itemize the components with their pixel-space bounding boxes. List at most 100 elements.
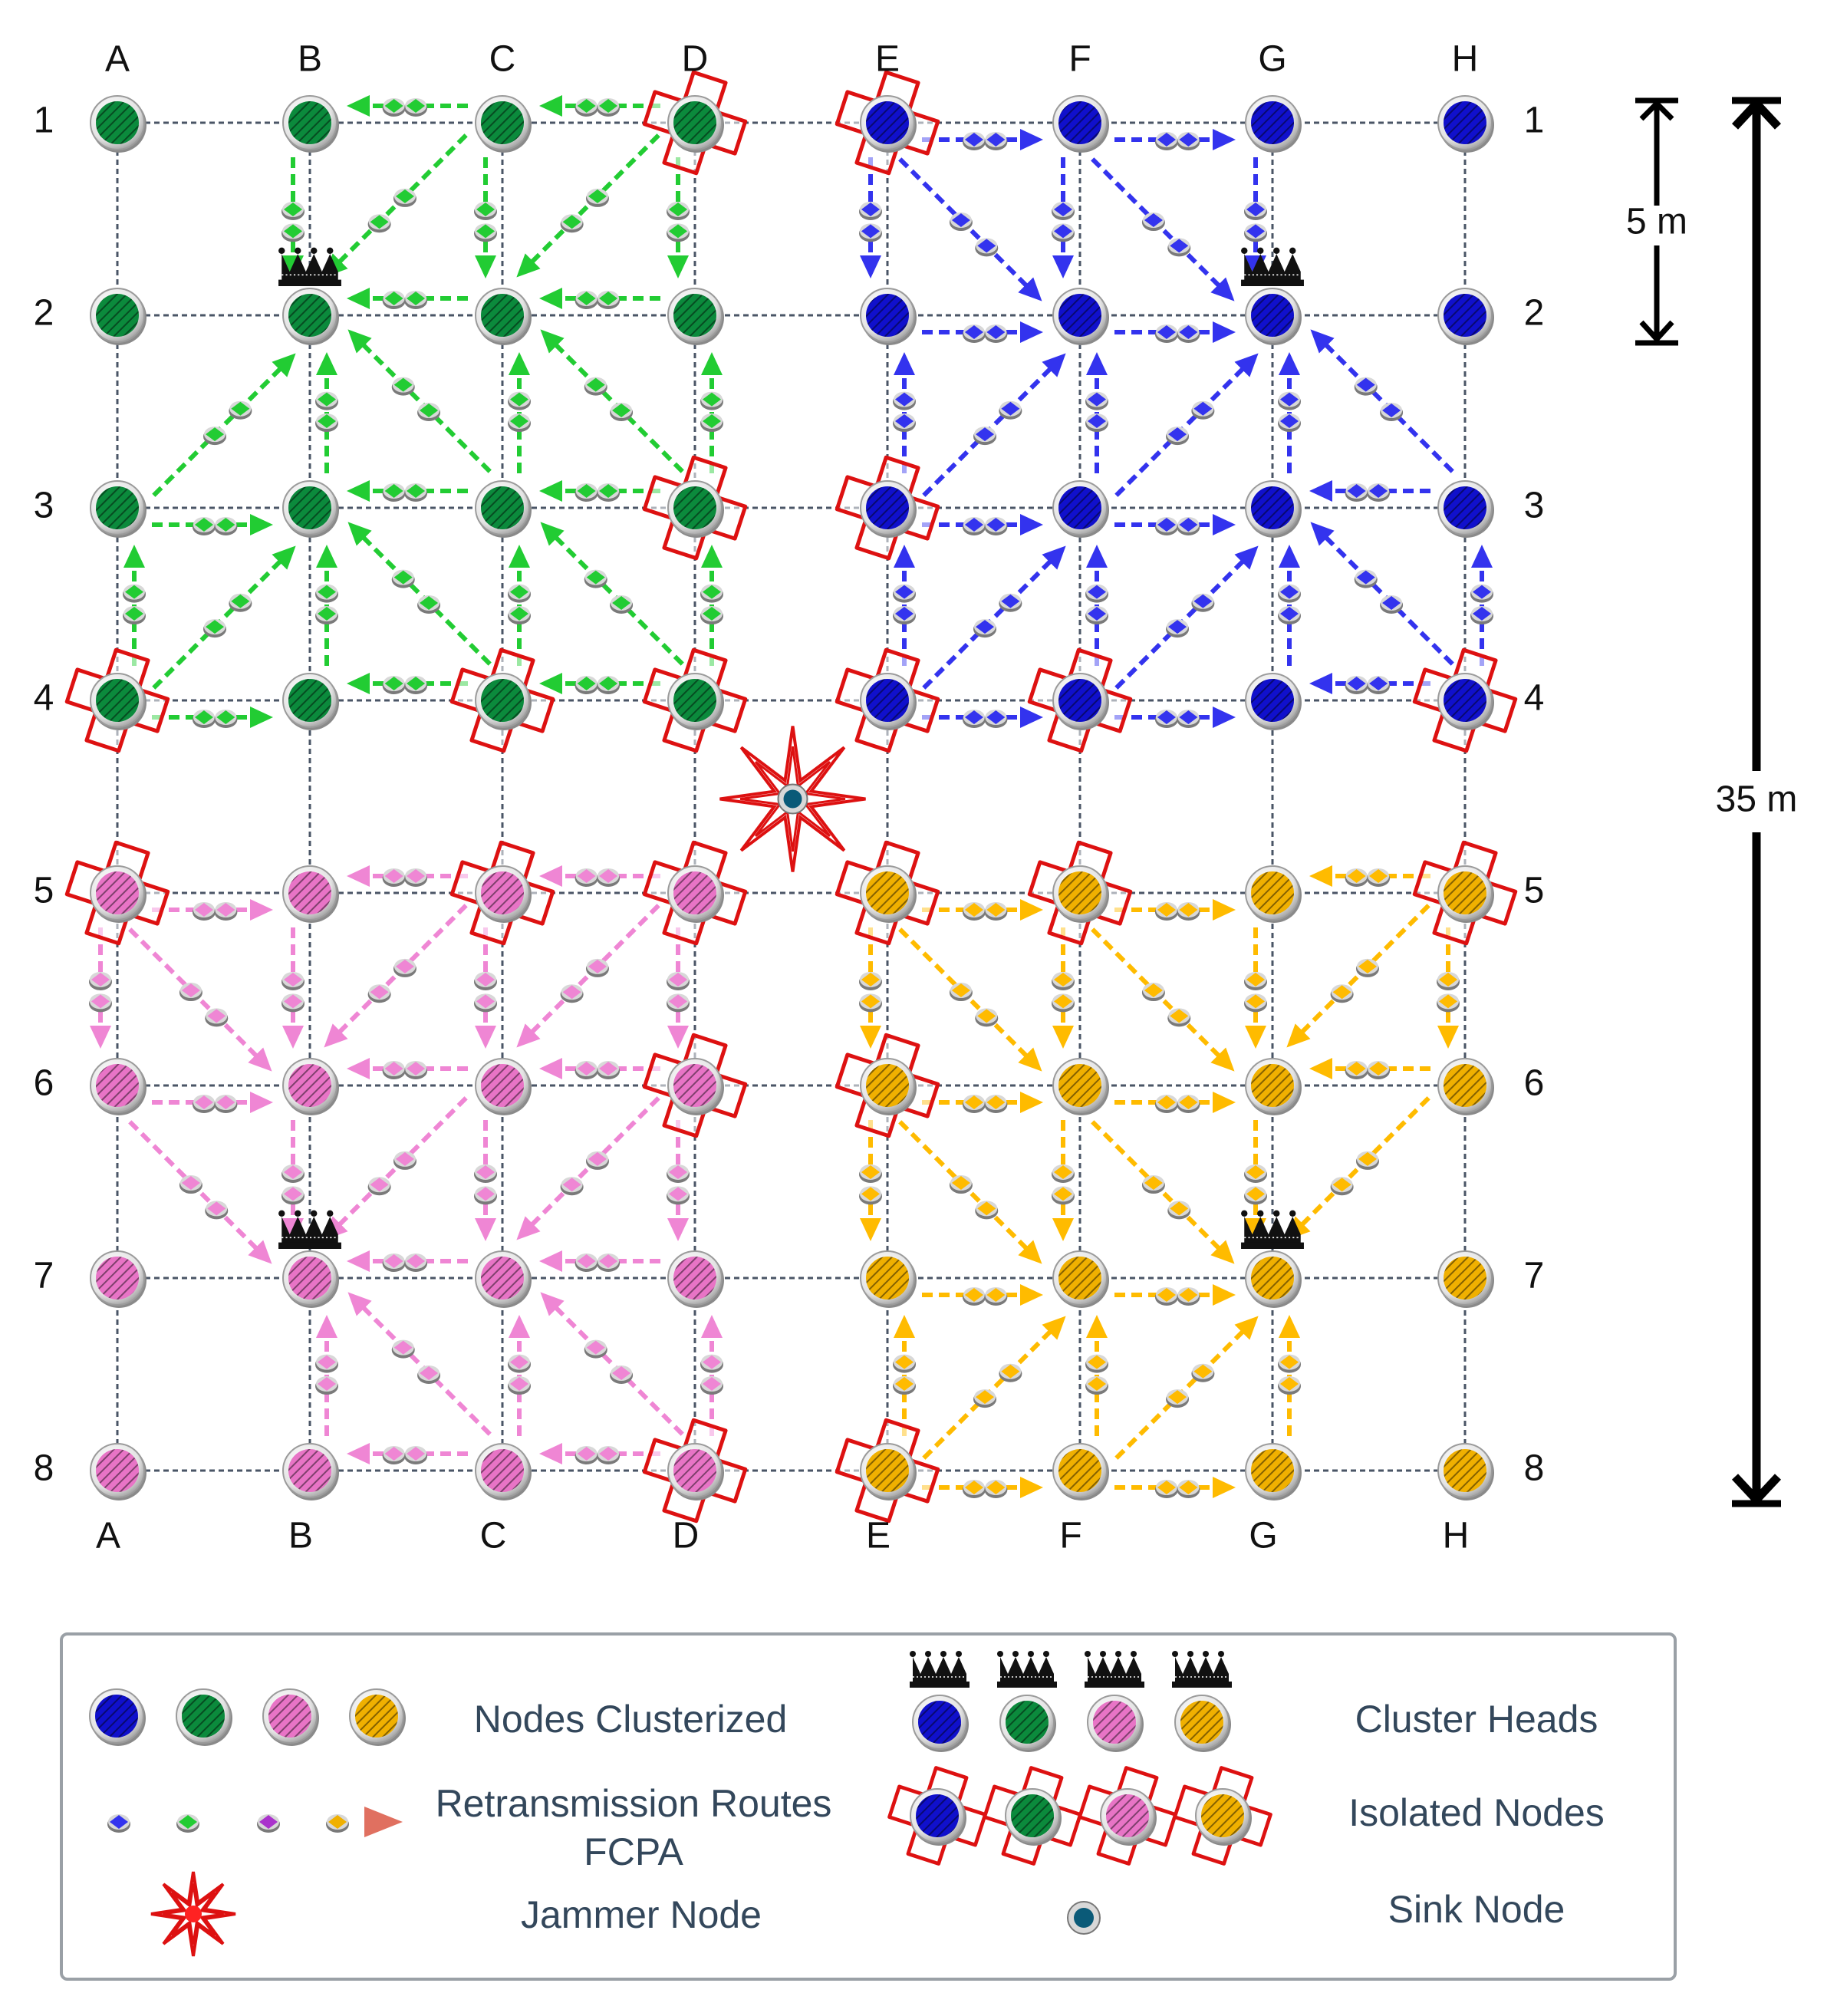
node-E1 [835,70,940,176]
route-arrow-blue [922,353,1066,497]
scale-bar-35m: 35 m [1716,97,1797,1507]
route-bead [703,414,721,429]
route-arrow-green [540,522,684,666]
scale-bar-5m: 5 m [1626,97,1687,346]
row-label-left: 2 [34,293,54,334]
node-A5 [64,840,170,946]
route-arrow-yellow [922,1316,1066,1460]
route-arrowhead [1213,514,1236,535]
route-arrow-pink [347,1443,468,1464]
route-arrowhead [1020,1284,1043,1306]
row-label-right: 1 [1524,100,1545,141]
column-label-bottom: B [288,1516,313,1556]
route-arrowhead [1020,899,1043,921]
route-arrow-green [539,95,660,117]
route-arrowhead [539,1443,562,1464]
route-bead [612,595,631,610]
node-H4 [1412,647,1518,753]
route-bead [669,202,687,216]
node-pink-hatch [673,871,716,914]
route-arrow-blue [1114,321,1236,343]
node-E8 [835,1418,940,1524]
node-D8 [642,1418,748,1524]
crown-icon-jewel [1043,1651,1049,1657]
route-bead [977,1201,996,1216]
node-blue-hatch [1444,486,1486,529]
route-bead [588,1151,607,1166]
node-green-hatch [673,101,716,144]
node-C3 [475,480,532,538]
node-G2 [1241,247,1304,345]
node-D7 [667,1250,724,1308]
route-bead [476,202,495,216]
route-bead [207,1201,226,1216]
route-bead [1179,903,1198,917]
legend-cluster-heads: Cluster Heads [1355,1698,1598,1741]
route-arrowhead [250,1092,273,1113]
crown-icon-body [281,254,338,282]
node-green-hatch [481,101,524,144]
crown-icon-body [913,1657,966,1683]
route-bead [1179,325,1198,339]
node-E6 [835,1033,940,1138]
route-bead [318,1355,336,1369]
route-bead [1246,994,1265,1009]
route-bead [1356,377,1375,392]
route-bead [407,1062,426,1076]
route-arrow-blue [1091,157,1235,301]
route-bead [951,213,970,228]
route-bead [181,983,200,998]
node-blue-hatch [1251,679,1294,722]
route-bead [669,1164,687,1179]
route-arrow-green [315,545,338,666]
route-arrowhead [123,545,145,568]
route-bead [284,1164,302,1179]
row-label-left: 6 [34,1063,54,1104]
route-bead [986,1481,1006,1494]
row-label-right: 3 [1524,486,1545,526]
route-bead [577,1062,596,1076]
route-arrow-blue [922,129,1043,150]
legend-node-blue [89,1688,146,1746]
route-arrowhead [1052,1026,1074,1049]
crown-icon-base [997,1682,1057,1688]
route-bead [1170,239,1189,253]
route-arrowhead [509,352,530,375]
route-bead [510,1377,528,1392]
route-arrow-blue [1470,545,1493,666]
route-arrow-pink [324,1096,468,1240]
node-B5 [282,865,339,923]
route-arrowhead [1310,329,1335,354]
node-B7 [278,1210,341,1308]
crown-icon-jewel [327,1210,334,1217]
route-arrowhead [347,1250,370,1272]
node-green-hatch [96,101,139,144]
route-bead [577,484,596,498]
legend-route-bead [259,1815,278,1829]
route-bead [1332,985,1351,1000]
route-arrowhead [1213,1284,1236,1306]
route-bead [318,607,336,621]
route-bead [420,595,439,610]
crown-icon-jewel [1257,1210,1264,1217]
crown-icon-jewel [1187,1651,1193,1657]
route-bead [384,292,403,305]
node-F1 [1052,95,1109,153]
route-bead [986,518,1006,532]
route-bead [895,1377,914,1392]
route-arrowhead [1213,129,1236,150]
route-arrowhead [509,545,530,568]
route-arrow-pink [667,1120,690,1241]
route-arrow-blue [1310,329,1454,473]
route-bead [395,189,414,203]
route-bead [1473,607,1491,621]
legend-head-hatch [1180,1701,1223,1744]
node-B4 [282,673,339,730]
route-arrowhead [1042,353,1066,377]
route-arrow-pink [540,1292,684,1436]
node-yellow-hatch [1251,871,1294,914]
legend-clusterized-samples [89,1688,406,1746]
route-bead [599,292,618,305]
crown-icon-body [1175,1657,1229,1683]
route-arrowhead [272,353,296,377]
